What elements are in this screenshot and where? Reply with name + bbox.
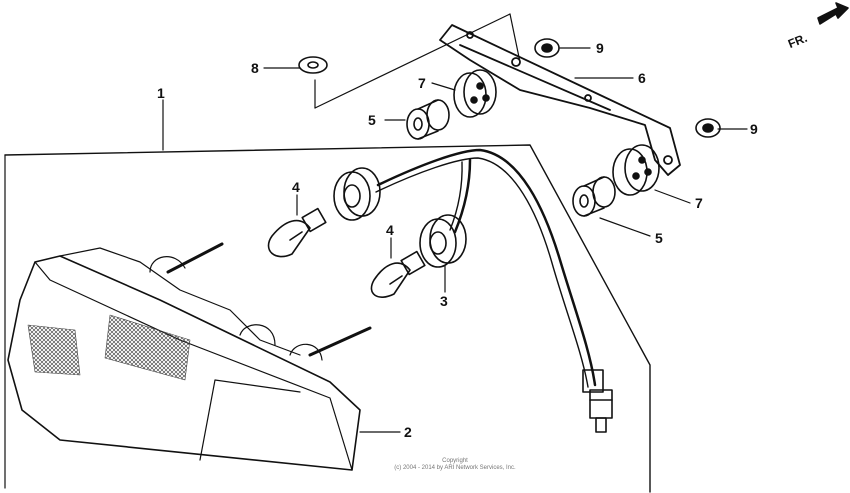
harness-connector [589,389,613,433]
callout-9-upper: 9 [596,40,604,56]
callout-7-upper: 7 [418,75,426,91]
washer [298,56,328,74]
fr-arrow-icon [817,2,849,25]
callout-1: 1 [157,85,165,101]
bulb-upper [267,207,327,258]
mounting-studs [166,242,372,357]
leader-lines [162,13,748,433]
copyright-line-2: (c) 2004 - 2014 by ARI Network Services,… [394,465,516,471]
assembly-boundary [4,144,651,493]
callout-5-upper: 5 [368,112,376,128]
callout-4-upper: 4 [292,179,300,195]
collar-lower [572,176,616,217]
callout-3: 3 [440,293,448,309]
callout-5-lower: 5 [655,230,663,246]
grommet-lower [612,144,660,196]
bulb-lower [370,250,426,298]
nut-lower [695,118,721,138]
collar-upper [406,99,450,140]
callout-2: 2 [404,424,412,440]
mounting-bracket [439,24,681,176]
wire-harness [375,148,604,393]
callout-4-lower: 4 [386,222,394,238]
socket-upper [333,167,381,221]
copyright-line-1: Copyright [442,458,468,464]
lens-texture [27,314,191,381]
callout-7-lower: 7 [695,195,703,211]
copyright-watermark: Copyright (c) 2004 - 2014 by ARI Network… [360,458,550,472]
callout-8: 8 [251,60,259,76]
grommet-upper [453,69,497,118]
callout-6: 6 [638,70,646,86]
socket-lower [419,214,467,268]
callout-9-lower: 9 [750,121,758,137]
nut-upper [534,38,560,58]
